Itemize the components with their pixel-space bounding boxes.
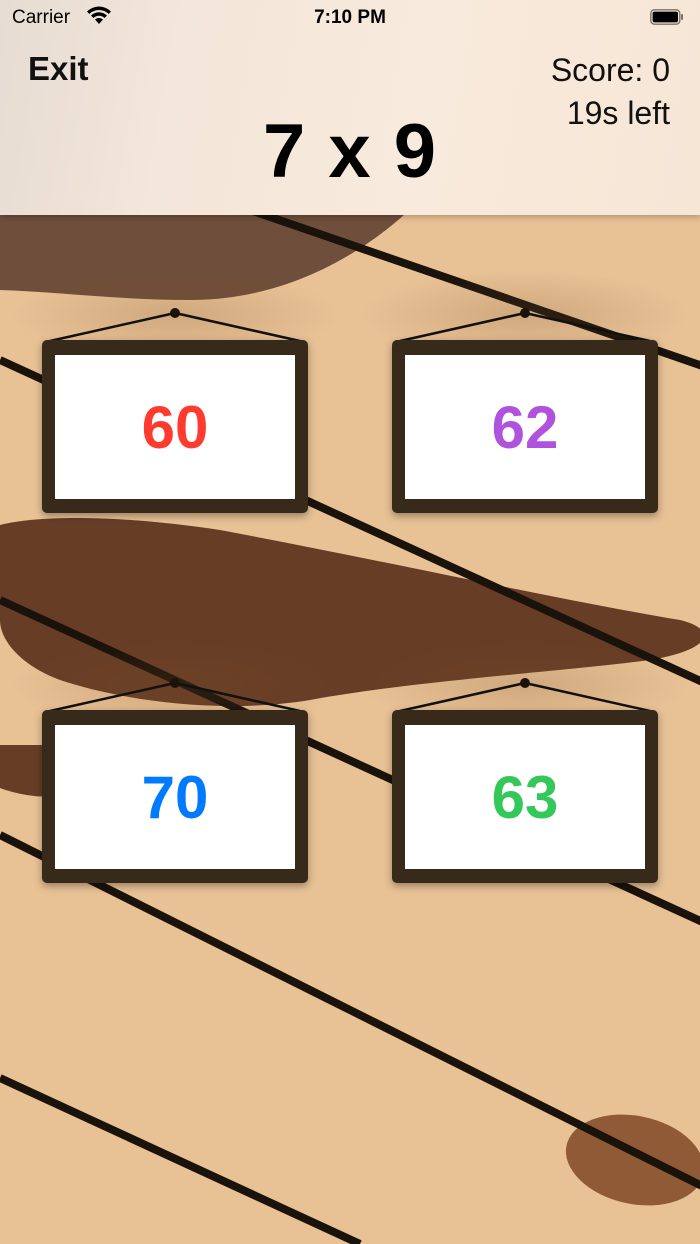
answer-value: 70 [55,725,295,869]
answer-card-1[interactable]: 60 [42,308,308,513]
battery-full-icon [650,9,683,25]
math-problem: 7 x 9 [262,109,438,194]
status-bar: Carrier 7:10 PM [0,0,700,36]
answer-value: 62 [405,355,645,499]
answer-value: 60 [55,355,295,499]
score-label: Score: 0 [550,52,670,88]
picture-frame: 63 [392,710,658,883]
picture-frame: 60 [42,340,308,513]
time-left-label: 19s left [566,95,670,131]
exit-button[interactable]: Exit [28,50,89,87]
game-header: Carrier 7:10 PM Exit Score: 0 19s left 7… [0,0,700,215]
answer-value: 63 [405,725,645,869]
hanging-wire-icon [399,678,651,713]
picture-frame: 70 [42,710,308,883]
hanging-wire-icon [49,308,301,343]
answer-card-4[interactable]: 63 [392,678,658,883]
wifi-icon [87,6,111,24]
carrier-label: Carrier [12,7,71,28]
hanging-wire-icon [399,308,651,343]
clock-label: 7:10 PM [314,7,386,28]
answer-card-3[interactable]: 70 [42,678,308,883]
picture-frame: 62 [392,340,658,513]
answer-card-2[interactable]: 62 [392,308,658,513]
hanging-wire-icon [49,678,301,713]
